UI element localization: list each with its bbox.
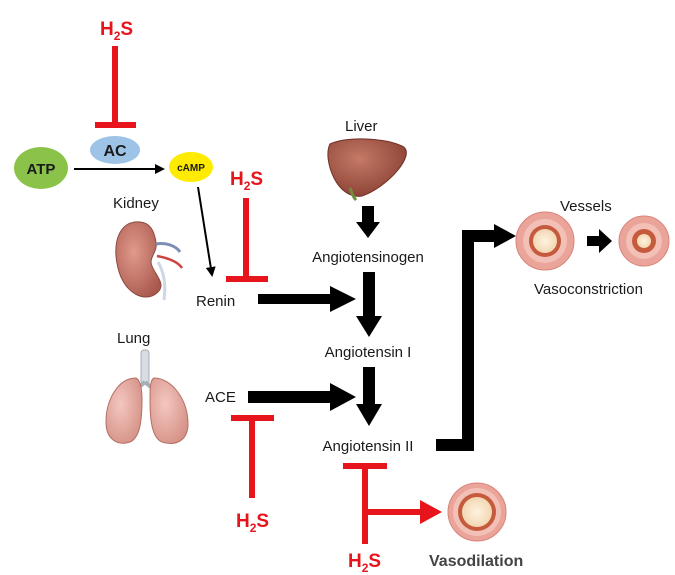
angiotensinogen-label: Angiotensinogen [312,249,424,266]
renin-thick-arrow [258,286,356,312]
h2s-label-ace: H2S [236,511,269,535]
renin-label: Renin [196,293,235,310]
kidney-label: Kidney [113,195,159,212]
kidney-icon [116,222,182,300]
h2s-label-renin: H2S [230,169,263,193]
vasodilation-arrowhead [420,500,442,524]
vessels-label: Vessels [560,198,612,215]
camp-to-renin-arrow [198,187,212,275]
ace-label: ACE [205,389,236,406]
h2s-label-ang2: H2S [348,551,381,575]
liver-icon [328,139,406,200]
lung-label: Lung [117,330,150,347]
ang2-to-vessels-connector [436,236,496,445]
h2s-label-ac: H2S [100,19,133,43]
camp-label: cAMP [177,163,205,174]
vessel-constricted-icon [619,216,669,266]
atp-label: ATP [27,161,56,178]
vasoconstriction-label: Vasoconstriction [534,281,643,298]
ace-thick-arrow [248,383,356,411]
ac-label: AC [103,143,127,160]
liver-label: Liver [345,118,378,135]
vessel-normal-icon [516,212,574,270]
ang1-to-ang2-arrow [356,367,382,426]
vessel-constrict-arrow [587,229,612,253]
vessel-dilated-icon [448,483,506,541]
ang2-to-vessels-arrowhead [494,224,516,248]
angiotensin-2-label: Angiotensin II [323,438,414,455]
lung-icon [106,350,188,443]
liver-to-angiotensinogen-arrow [356,206,380,238]
angiotensin-1-label: Angiotensin I [325,344,412,361]
angiotensinogen-to-ang1-arrow [356,272,382,337]
vasodilation-label: Vasodilation [429,553,523,570]
